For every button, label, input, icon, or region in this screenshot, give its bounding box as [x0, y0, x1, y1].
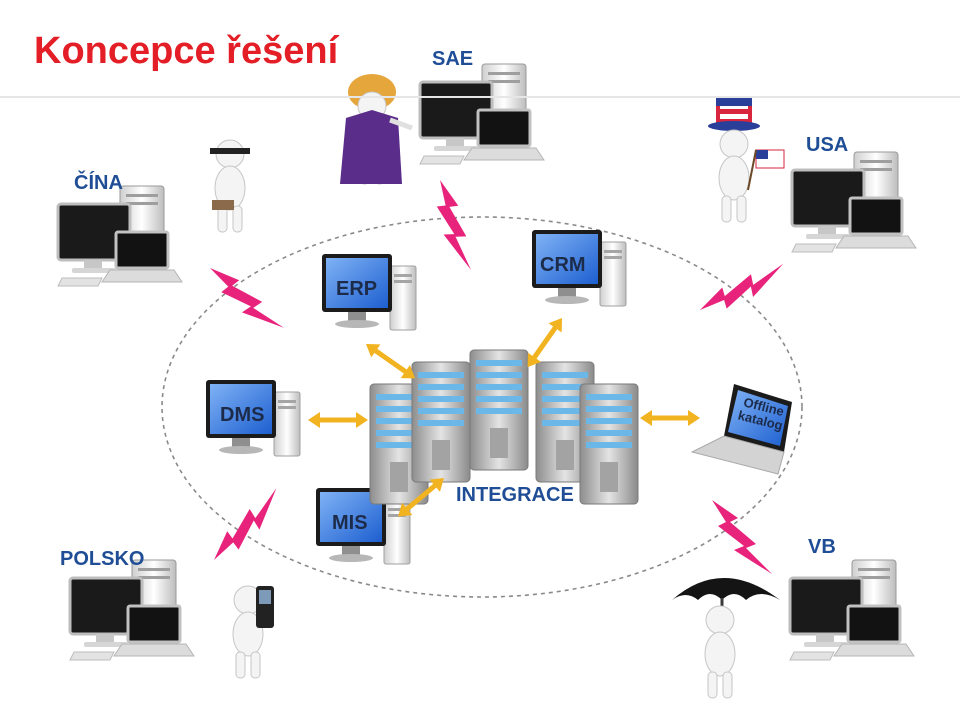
- page-title: Koncepce řešení: [34, 30, 339, 72]
- location-label-sae: SAE: [432, 48, 474, 70]
- system-label-mis: MIS: [332, 512, 368, 534]
- title-divider: [0, 96, 960, 98]
- location-label-usa: USA: [806, 134, 849, 156]
- system-label-crm: CRM: [540, 254, 586, 276]
- location-label-cina: ČÍNA: [74, 172, 123, 194]
- hub-label-integrace: INTEGRACE: [456, 484, 574, 506]
- location-label-polsko: POLSKO: [60, 548, 145, 570]
- system-label-erp: ERP: [336, 278, 378, 300]
- system-label-dms: DMS: [220, 404, 265, 426]
- location-label-vb: VB: [808, 536, 836, 558]
